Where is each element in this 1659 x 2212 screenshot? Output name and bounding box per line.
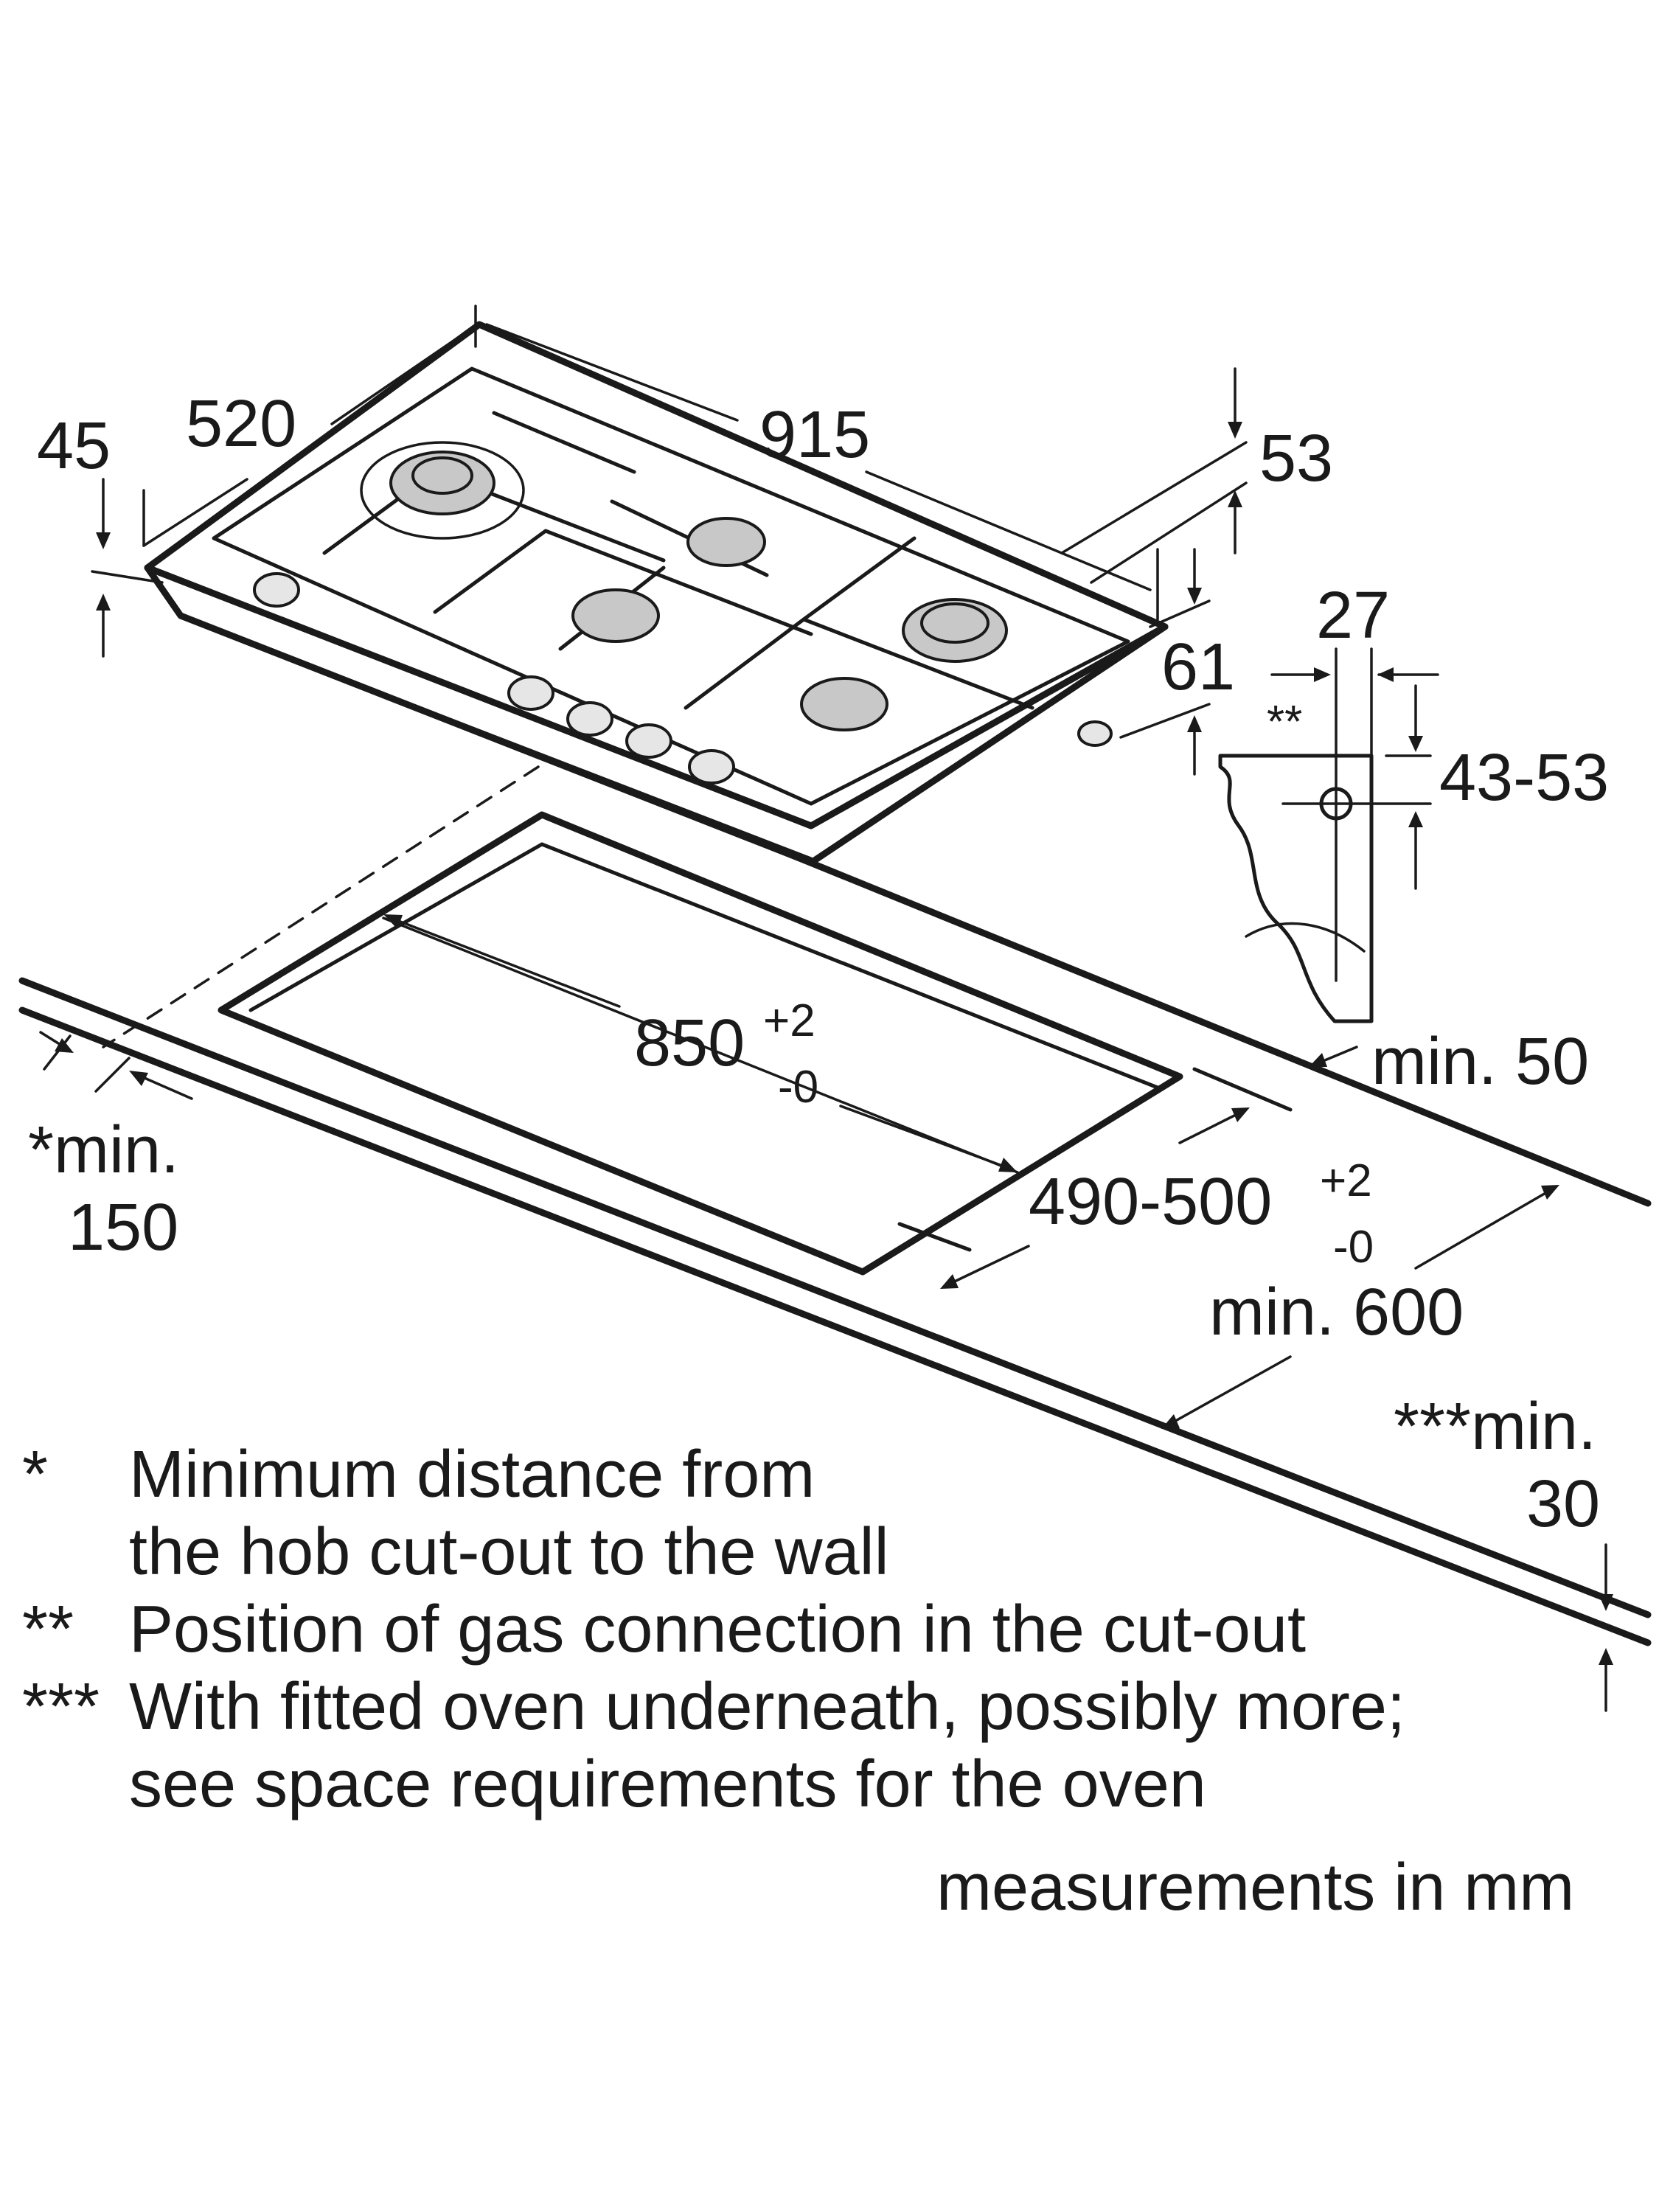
note-3-marker: *** [22, 1670, 100, 1744]
dim-min-150-value: 150 [68, 1191, 178, 1265]
note-3-line-1: With fitted oven underneath, possibly mo… [129, 1670, 1405, 1744]
burner-top-middle [686, 517, 766, 567]
burner-large-left [360, 441, 525, 540]
dim-min-600: min. 600 [1209, 1276, 1464, 1349]
note-2-marker: ** [22, 1593, 74, 1666]
control-knobs [253, 572, 1113, 785]
dim-490-500-plus: +2 [1320, 1155, 1372, 1206]
burner-middle [571, 588, 660, 643]
gas-marker: ** [1267, 697, 1302, 748]
note-1-marker: * [22, 1438, 48, 1512]
dim-43-53: 43-53 [1439, 741, 1609, 815]
dim-850: 850 [634, 1006, 745, 1080]
dim-min-50: min. 50 [1371, 1025, 1589, 1099]
note-3-line-2: see space requirements for the oven [129, 1747, 1206, 1821]
gas-hob [144, 321, 1169, 866]
note-1-line-2: the hob cut-out to the wall [129, 1515, 889, 1589]
burner-front [800, 677, 888, 731]
burner-right [902, 598, 1008, 663]
footnotes: * Minimum distance from the hob cut-out … [22, 1438, 1405, 1821]
dim-490-500-minus: -0 [1333, 1222, 1374, 1273]
gas-connection-detail [1218, 647, 1439, 1023]
dim-490-500: 490-500 [1029, 1165, 1272, 1239]
dim-min-150-label: *min. [28, 1113, 179, 1187]
hob-cutout [102, 765, 1183, 1276]
note-2-line-1: Position of gas connection in the cut-ou… [129, 1593, 1306, 1666]
dim-61: 61 [1161, 630, 1235, 704]
units-caption: measurements in mm [936, 1851, 1574, 1924]
dim-520: 520 [186, 387, 296, 461]
dimension-labels: 45 520 915 53 61 27 ** 43-53 850 +2 -0 4… [28, 387, 1609, 1541]
dim-915: 915 [759, 398, 870, 472]
note-1-line-1: Minimum distance from [129, 1438, 815, 1512]
worktop [18, 844, 1652, 1646]
dim-45: 45 [37, 409, 111, 483]
dim-min-30-value: 30 [1526, 1467, 1600, 1541]
dimension-lines [39, 305, 1613, 1712]
dim-27: 27 [1316, 579, 1390, 653]
dim-850-minus: -0 [778, 1062, 818, 1113]
dim-53: 53 [1259, 422, 1333, 495]
dim-min-30-label: ***min. [1394, 1390, 1596, 1464]
dim-850-plus: +2 [763, 995, 815, 1046]
